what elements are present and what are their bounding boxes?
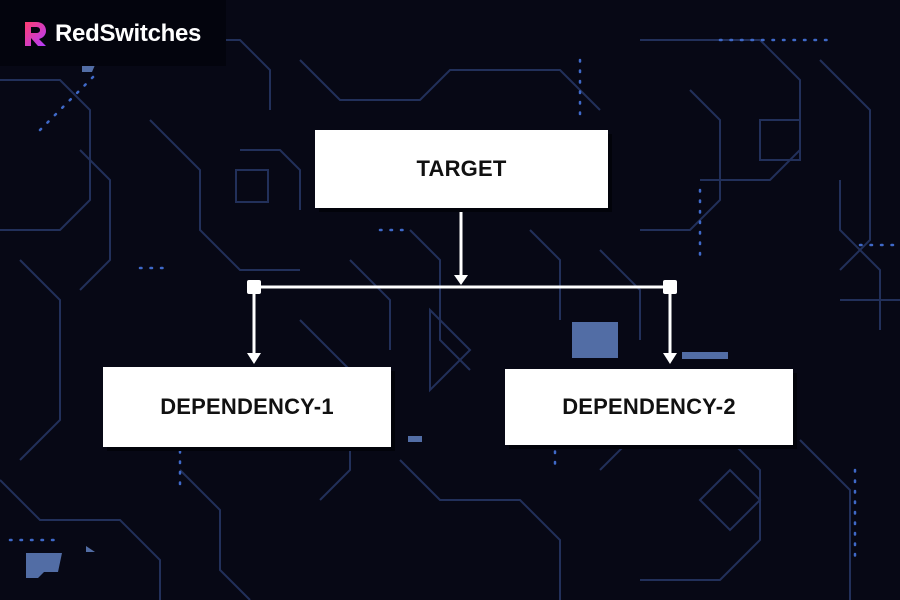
dependency-2-node-label: DEPENDENCY-2: [562, 394, 736, 419]
brand-name: RedSwitches: [55, 20, 202, 47]
target-node: TARGET: [315, 130, 608, 208]
redswitches-logo-icon: [25, 22, 46, 46]
arrowhead-dependency-1: [247, 353, 261, 364]
dependency-1-node: DEPENDENCY-1: [103, 367, 391, 447]
target-node-label: TARGET: [416, 156, 507, 181]
brand-logo: RedSwitches: [0, 0, 226, 66]
junction-left: [247, 280, 261, 294]
junction-right: [663, 280, 677, 294]
dependency-1-node-label: DEPENDENCY-1: [160, 394, 334, 419]
arrowhead-target: [454, 275, 468, 285]
arrowhead-dependency-2: [663, 353, 677, 364]
dependency-2-node: DEPENDENCY-2: [505, 369, 793, 445]
